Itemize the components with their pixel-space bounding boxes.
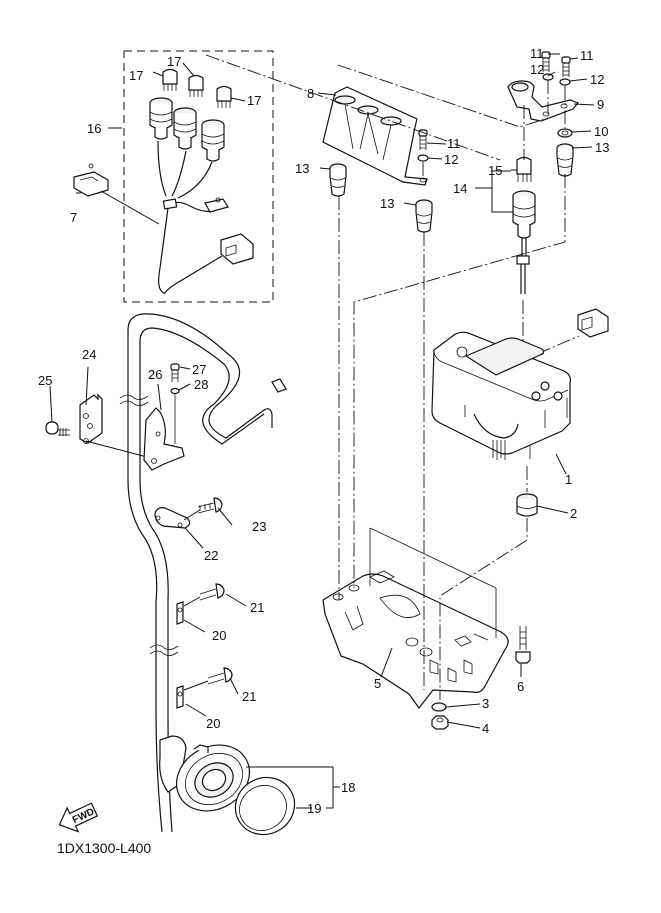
callout-17c: 17 (247, 93, 261, 108)
clip-20b (176, 685, 184, 709)
bracket-24 (79, 393, 103, 444)
callout-17b: 17 (167, 54, 181, 69)
callout-20b: 20 (206, 716, 220, 731)
bracket-8 (322, 86, 428, 186)
assembly-line-2 (439, 466, 528, 700)
callout-12c: 12 (444, 152, 458, 167)
meter-connector (577, 308, 609, 338)
bulb-17b (188, 74, 204, 97)
callout-8: 8 (307, 86, 314, 101)
callout-10: 10 (594, 124, 608, 139)
harness-main-connector (163, 233, 254, 295)
washer-28 (170, 387, 180, 395)
clamp-22 (154, 507, 191, 529)
callout-27: 27 (192, 362, 206, 377)
grommet-2 (516, 493, 538, 517)
callout-18: 18 (341, 780, 355, 795)
harness-group-box (123, 50, 274, 303)
callout-22: 22 (204, 548, 218, 563)
diagram-code: 1DX1300-L400 (57, 840, 151, 856)
washer-12b (559, 78, 571, 86)
assembly-line-9 (547, 80, 566, 128)
callout-9: 9 (597, 97, 604, 112)
callout-11a: 11 (530, 46, 544, 61)
callout-26: 26 (148, 367, 162, 382)
grommet-13a (329, 163, 347, 197)
callout-3: 3 (482, 696, 489, 711)
harness-small-connector (204, 197, 229, 213)
bolt-25 (45, 421, 70, 436)
socket-middle (173, 107, 197, 150)
bulb-15 (516, 156, 532, 182)
seal-19 (234, 776, 296, 836)
callout-14: 14 (453, 181, 467, 196)
meter-assembly-1 (431, 331, 571, 460)
bolt-6 (515, 626, 531, 664)
callout-13b: 13 (380, 196, 394, 211)
callout-16: 16 (87, 121, 101, 136)
callout-17a: 17 (129, 68, 143, 83)
callout-25: 25 (38, 373, 52, 388)
callout-23: 23 (252, 519, 266, 534)
speedometer-cable-18 (119, 313, 287, 833)
washer-12c (417, 154, 429, 162)
callout-24: 24 (82, 347, 96, 362)
callout-21a: 21 (250, 600, 264, 615)
screw-21b (207, 667, 233, 685)
bracket-26 (143, 407, 185, 471)
grommet-13c (556, 143, 574, 177)
assembly-line-13c (353, 174, 566, 588)
fwd-arrow-icon: FWD (58, 802, 99, 833)
grommet-13b (415, 199, 433, 233)
callout-7: 7 (70, 210, 77, 225)
callout-20a: 20 (212, 628, 226, 643)
callout-28: 28 (194, 377, 208, 392)
socket-14 (512, 190, 536, 294)
fwd-label: FWD (71, 806, 96, 826)
callout-6: 6 (517, 679, 524, 694)
bulb-17a (162, 68, 178, 91)
socket-right (201, 119, 225, 162)
callout-21b: 21 (242, 689, 256, 704)
screw-23 (197, 497, 223, 514)
callout-1: 1 (565, 472, 572, 487)
washer-10 (557, 128, 573, 138)
callout-13a: 13 (295, 161, 309, 176)
clip-20a (176, 601, 184, 625)
meter-bracket-5 (322, 527, 509, 710)
screw-11b (561, 56, 571, 77)
washer-12a (542, 73, 554, 81)
callout-5: 5 (374, 676, 381, 691)
bulb-17c (216, 85, 232, 108)
screw-11c (418, 129, 428, 150)
connector-7 (73, 163, 109, 197)
callout-12b: 12 (590, 72, 604, 87)
assembly-line-16-15 (205, 54, 501, 161)
callout-15: 15 (488, 163, 502, 178)
callout-19: 19 (307, 801, 321, 816)
assembly-line-8-9 (337, 64, 549, 128)
nut-4 (431, 715, 449, 730)
leader-lines (49, 53, 595, 809)
callout-12a: 12 (530, 62, 544, 77)
screw-21a (199, 583, 225, 601)
callout-13c: 13 (595, 140, 609, 155)
callout-2: 2 (570, 506, 577, 521)
bracket-9 (507, 80, 580, 122)
washer-3 (431, 702, 447, 712)
callout-11b: 11 (580, 48, 594, 63)
socket-left (149, 97, 173, 140)
screw-27 (170, 363, 180, 382)
callout-11c: 11 (447, 136, 461, 151)
callout-4: 4 (482, 721, 489, 736)
